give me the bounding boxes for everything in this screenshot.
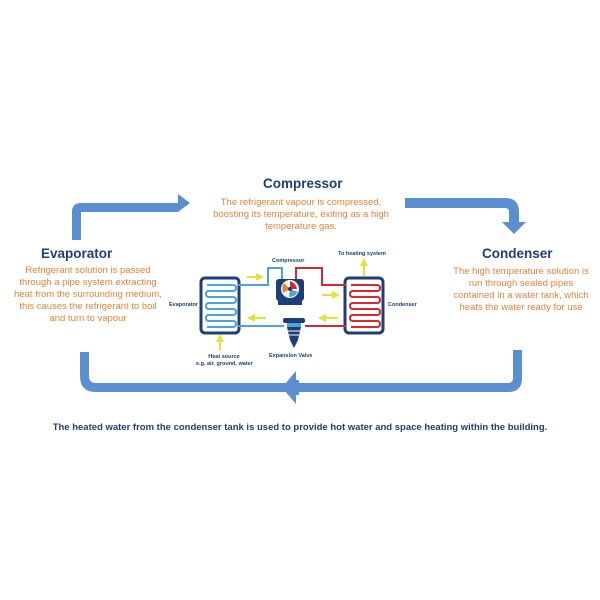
pipe-evaporator-to-compressor — [238, 267, 283, 286]
footer-note: The heated water from the condenser tank… — [52, 422, 548, 433]
cycle-arrow-compressor-to-condenser — [405, 198, 526, 234]
cycle-arrow-evaporator-to-compressor — [72, 194, 190, 240]
evaporator-coil — [204, 284, 238, 328]
schematic-heat-source-label: Heat source e.g. air, ground, water — [196, 354, 253, 367]
evaporator-title: Evaporator — [41, 246, 113, 261]
schematic-compressor-label: Compressor — [272, 258, 305, 264]
condenser-title: Condenser — [482, 246, 553, 261]
schematic-evaporator-label: Evaporator — [169, 302, 199, 308]
compressor-description: The refrigerant vapour is compressed, bo… — [213, 197, 389, 232]
heat-source-line2: e.g. air, ground, water — [196, 360, 253, 367]
pipe-compressor-to-condenser — [295, 267, 346, 286]
schematic-condenser-label: Condenser — [388, 302, 417, 308]
cycle-arrow-bottom-head — [282, 371, 299, 404]
compressor-icon — [276, 279, 304, 305]
compressor-title: Compressor — [263, 176, 343, 191]
heat-source-line1: Heat source — [208, 354, 240, 360]
expansion-valve-icon — [283, 318, 305, 348]
evaporator-description: Refrigerant solution is passed through a… — [14, 265, 162, 324]
schematic-heating-label: To heating system — [338, 251, 386, 257]
condenser-coil — [348, 284, 382, 328]
cycle-arrow-condenser-to-evaporator — [80, 350, 522, 392]
schematic-expansion-label: Expansion Valve — [269, 353, 313, 359]
condenser-description: The high temperature solution is run thr… — [453, 266, 589, 313]
